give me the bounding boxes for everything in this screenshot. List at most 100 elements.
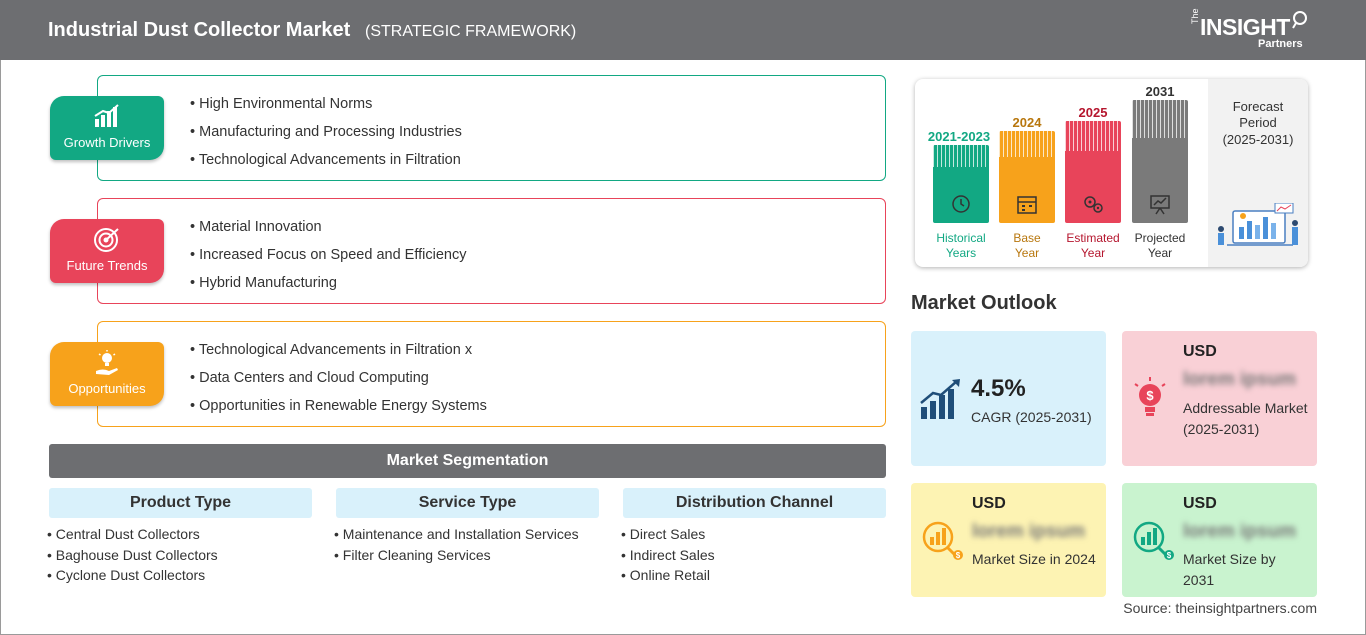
timeline-label-base: Base Year [992, 231, 1062, 261]
list-item: Online Retail [621, 567, 886, 588]
logo-insight: INSIGHT [1200, 14, 1290, 40]
segment-list: Maintenance and Installation Services Fi… [336, 526, 599, 567]
list-item: Central Dust Collectors [47, 526, 312, 547]
forecast-period-panel: Forecast Period (2025-2031) [1208, 79, 1308, 267]
size-2024-currency: USD [972, 495, 1006, 512]
size-2031-currency: USD [1183, 495, 1217, 512]
list-item: Direct Sales [621, 526, 886, 547]
timeline-label-line: Years [945, 246, 977, 260]
svg-text:$: $ [1146, 388, 1154, 403]
segment-heading: Service Type [336, 488, 599, 518]
opportunities-list: Technological Advancements in Filtration… [190, 342, 487, 426]
header-bar: Industrial Dust Collector Market (STRATE… [0, 0, 1366, 60]
market-outlook-title: Market Outlook [911, 292, 1057, 314]
cagr-label: CAGR (2025-2031) [971, 409, 1092, 425]
list-item: Data Centers and Cloud Computing [190, 370, 487, 398]
timeline-panel: 2021-2023 Historical Years 2024 Base Yea… [915, 79, 1308, 267]
segment-list: Central Dust Collectors Baghouse Dust Co… [49, 526, 312, 588]
logo-partners: Partners [1258, 38, 1303, 50]
target-icon [94, 228, 119, 252]
source-note: Source: theinsightpartners.com [1123, 600, 1317, 616]
page-subtitle: (STRATEGIC FRAMEWORK) [365, 23, 577, 40]
list-item: Filter Cleaning Services [334, 547, 599, 568]
addressable-market-card: $ USD lorem ipsum Addressable Market (20… [1122, 331, 1317, 466]
list-item: Technological Advancements in Filtration… [190, 342, 487, 370]
page-title: Industrial Dust Collector Market [48, 19, 351, 41]
timeline-year-base: 2024 [1012, 115, 1042, 130]
timeline-label-estimated: Estimated Year [1058, 231, 1128, 261]
addressable-currency: USD [1183, 343, 1217, 360]
analyst-dashboard-illustration [1218, 203, 1298, 246]
insight-partners-logo: The INSIGHT Partners [1188, 8, 1318, 54]
future-trends-list: Material Innovation Increased Focus on S… [190, 219, 466, 303]
timeline-bar-estimated [1065, 121, 1121, 223]
timeline-year-estimated: 2025 [1078, 105, 1108, 120]
lightbulb-hand-icon [96, 350, 118, 375]
segment-list: Direct Sales Indirect Sales Online Retai… [623, 526, 886, 588]
history-clock-icon [952, 195, 970, 213]
addressable-value: lorem ipsum [1183, 369, 1296, 390]
timeline-label-line: Projected [1134, 231, 1186, 245]
list-item: Indirect Sales [621, 547, 886, 568]
market-size-chart-icon: $ [922, 521, 963, 560]
logo-magnifier-icon [1292, 11, 1307, 29]
market-size-2024-card: $ USD lorem ipsum Market Size in 2024 [911, 483, 1106, 597]
timeline-label-line: Estimated [1066, 231, 1120, 245]
list-item: Increased Focus on Speed and Efficiency [190, 247, 466, 275]
calendar-icon [1017, 196, 1037, 214]
future-trends-card: Material Innovation Increased Focus on S… [97, 198, 886, 304]
growth-drivers-card: High Environmental Norms Manufacturing a… [97, 75, 886, 181]
opportunities-badge: Opportunities [50, 342, 164, 406]
timeline-label-projected: Projected Year [1125, 231, 1195, 261]
size-2031-value: lorem ipsum [1183, 521, 1296, 542]
timeline-label-line: Year [1080, 246, 1106, 260]
segment-heading: Product Type [49, 488, 312, 518]
addressable-label: Addressable Market (2025-2031) [1183, 400, 1308, 437]
list-item: Manufacturing and Processing Industries [190, 124, 462, 152]
svg-text:$: $ [956, 551, 961, 560]
growth-drivers-badge: Growth Drivers [50, 96, 164, 160]
future-trends-label: Future Trends [66, 258, 148, 273]
forecast-period-title: Forecast Period [1232, 99, 1284, 130]
list-item: Cyclone Dust Collectors [47, 567, 312, 588]
timeline-year-projected: 2031 [1145, 84, 1175, 99]
segment-distribution-channel: Distribution Channel Direct Sales Indire… [623, 488, 886, 588]
growth-chart-icon [94, 104, 119, 127]
future-trends-badge: Future Trends [50, 219, 164, 283]
market-size-2031-card: $ USD lorem ipsum Market Size by 2031 [1122, 483, 1317, 597]
opportunities-label: Opportunities [68, 381, 146, 396]
market-size-chart-icon: $ [1133, 521, 1174, 560]
logo-the: The [1190, 8, 1200, 24]
size-2031-label: Market Size by 2031 [1183, 551, 1276, 588]
size-2024-label: Market Size in 2024 [972, 551, 1096, 567]
size-2024-value: lorem ipsum [972, 521, 1085, 542]
timeline-label-line: Year [1014, 246, 1040, 260]
svg-text:$: $ [1167, 551, 1172, 560]
list-item: Maintenance and Installation Services [334, 526, 599, 547]
gears-icon [1084, 196, 1103, 213]
list-item: Hybrid Manufacturing [190, 275, 466, 303]
cagr-card: 4.5% CAGR (2025-2031) [911, 331, 1106, 466]
segment-product-type: Product Type Central Dust Collectors Bag… [49, 488, 312, 588]
timeline-label-line: Base [1013, 231, 1041, 245]
list-item: Opportunities in Renewable Energy System… [190, 398, 487, 426]
dollar-bulb-icon: $ [1134, 377, 1166, 416]
list-item: Material Innovation [190, 219, 466, 247]
growth-drivers-list: High Environmental Norms Manufacturing a… [190, 96, 462, 180]
timeline-bar-historical [933, 145, 989, 223]
growth-chart-icon [920, 379, 960, 419]
timeline-year-historical: 2021-2023 [927, 129, 991, 144]
list-item: Technological Advancements in Filtration [190, 152, 462, 180]
list-item: High Environmental Norms [190, 96, 462, 124]
segment-service-type: Service Type Maintenance and Installatio… [336, 488, 599, 567]
growth-drivers-label: Growth Drivers [63, 135, 151, 150]
timeline-bar-projected [1132, 100, 1188, 223]
timeline-label-line: Year [1147, 246, 1173, 260]
timeline-label-line: Historical [936, 231, 986, 245]
opportunities-card: Technological Advancements in Filtration… [97, 321, 886, 427]
timeline-bar-base [999, 131, 1055, 223]
segment-heading: Distribution Channel [623, 488, 886, 518]
list-item: Baghouse Dust Collectors [47, 547, 312, 568]
cagr-value: 4.5% [971, 375, 1026, 402]
segmentation-header: Market Segmentation [49, 444, 886, 478]
